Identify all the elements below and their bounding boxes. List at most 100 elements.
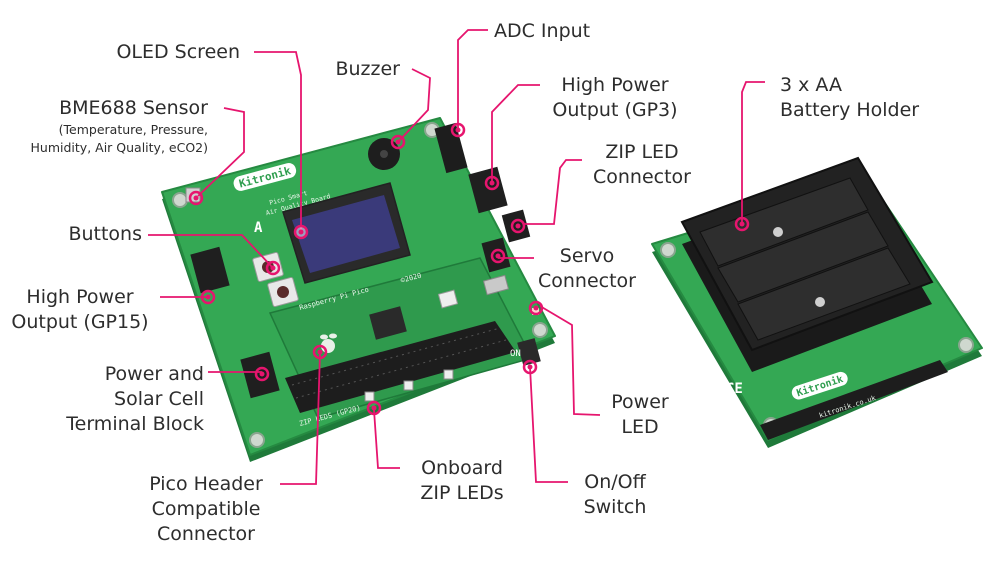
marker-onoff (522, 359, 538, 375)
label-gp15-line-1: High Power (26, 286, 134, 308)
label-onboard-zip-leds: Onboard ZIP LEDs (402, 456, 522, 506)
leader-buttons (148, 234, 274, 269)
label-bme-sub-2: Humidity, Air Quality, eCO2) (30, 140, 208, 155)
leader-gp3 (491, 84, 540, 183)
callout-lines (148, 29, 765, 485)
zip-led (364, 391, 375, 402)
marker-pico (312, 344, 328, 360)
right-board: Kitronik kitronik.co.uk CE UK CA (651, 156, 983, 448)
marker-power (254, 366, 270, 382)
label-buzzer-text: Buzzer (335, 58, 400, 80)
marker-zip-conn (510, 218, 526, 234)
label-zip-leds-line-2: ZIP LEDs (420, 482, 504, 504)
label-on-off-switch: On/Off Switch (570, 470, 660, 520)
label-gp3-line-1: High Power (561, 74, 669, 96)
label-battery-line-2: Battery Holder (780, 99, 920, 121)
mounting-hole (958, 337, 974, 353)
leader-zip-conn (523, 159, 582, 225)
mounting-hole (532, 322, 548, 338)
marker-servo (490, 248, 506, 264)
label-power-terminal: Power and Solar Cell Terminal Block (66, 362, 204, 437)
label-gp15-line-2: Output (GP15) (11, 311, 149, 333)
battery-screw (773, 227, 783, 237)
marker-zip-leds (366, 400, 382, 416)
ukca-mark-1: UK (728, 403, 739, 413)
label-servo-line-1: Servo (559, 245, 615, 267)
label-bme688-sensor: BME688 Sensor (Temperature, Pressure, Hu… (31, 96, 208, 157)
label-adc-input: ADC Input (494, 19, 590, 44)
label-power-led-line-2: LED (621, 416, 659, 438)
mounting-hole (249, 432, 265, 448)
button-a-label: A (254, 220, 263, 236)
label-power-led: Power LED (598, 390, 682, 440)
leader-buzzer (397, 68, 431, 143)
label-bme-sub-1: (Temperature, Pressure, (58, 122, 208, 137)
label-onoff-line-1: On/Off (584, 471, 646, 493)
marker-buzzer (390, 134, 406, 150)
marker-power-led (528, 300, 544, 316)
label-bme-title: BME688 Sensor (59, 97, 208, 119)
pico-chip (369, 306, 407, 340)
marker-gp15 (200, 289, 216, 305)
label-gp3-line-2: Output (GP3) (552, 99, 678, 121)
zip-led (403, 380, 414, 391)
label-power-line-2: Solar Cell (114, 388, 204, 410)
label-zip-led-connector: ZIP LED Connector (583, 140, 701, 190)
battery-holder (680, 156, 934, 372)
marker-battery (734, 216, 750, 232)
oled-display (292, 195, 400, 273)
label-pico-line-3: Connector (157, 523, 255, 545)
label-battery-holder: 3 x AA Battery Holder (780, 73, 919, 123)
underside-header (760, 360, 948, 440)
mounting-hole (660, 242, 676, 258)
label-servo-connector: Servo Connector (532, 244, 642, 294)
pico-header (285, 321, 516, 413)
marker-adc (450, 122, 466, 138)
label-buttons: Buttons (68, 222, 142, 247)
label-zip-conn-line-1: ZIP LED (605, 141, 679, 163)
on-off-switch-body (517, 338, 541, 366)
leader-pico (280, 351, 321, 485)
label-buttons-text: Buttons (68, 223, 142, 245)
on-label: ON (510, 349, 521, 359)
leader-oled (254, 51, 302, 232)
marker-buttons (265, 260, 281, 276)
leader-adc (457, 29, 488, 130)
label-high-power-gp15: High Power Output (GP15) (5, 285, 155, 335)
marker-oled (293, 224, 309, 240)
label-adc-text: ADC Input (494, 20, 591, 42)
leader-power-led (539, 305, 601, 416)
label-pico-line-2: Compatible (151, 498, 261, 520)
label-zip-leds-line-1: Onboard (421, 457, 503, 479)
battery-screw (815, 297, 825, 307)
label-power-line-3: Terminal Block (66, 413, 204, 435)
marker-bme (188, 190, 204, 206)
label-high-power-gp3: High Power Output (GP3) (545, 73, 685, 123)
leader-bme (197, 107, 245, 197)
gp15-terminal (190, 246, 230, 294)
power-led (532, 308, 539, 315)
ce-mark: CE (726, 381, 743, 397)
callout-markers (188, 122, 750, 416)
left-board: Kitronik Pico Smart Air Quality Board Ra… (161, 117, 556, 462)
leader-battery (741, 81, 765, 224)
mounting-hole (172, 192, 188, 208)
zip-led (443, 369, 454, 380)
ukca-mark-2: CA (728, 413, 739, 423)
gp3-terminal (468, 166, 508, 214)
marker-gp3 (484, 175, 500, 191)
label-buzzer: Buzzer (335, 57, 400, 82)
label-pico-line-1: Pico Header (149, 473, 263, 495)
label-pico-header: Pico Header Compatible Connector (136, 472, 276, 547)
label-power-led-line-1: Power (611, 391, 669, 413)
label-battery-line-1: 3 x AA (780, 74, 842, 96)
label-servo-line-2: Connector (538, 270, 636, 292)
label-power-line-1: Power and (104, 363, 204, 385)
leader-zip-leds (373, 409, 400, 469)
leader-onoff (529, 366, 568, 483)
usb-port (482, 274, 510, 296)
label-oled-text: OLED Screen (116, 41, 240, 63)
label-zip-conn-line-2: Connector (593, 166, 691, 188)
